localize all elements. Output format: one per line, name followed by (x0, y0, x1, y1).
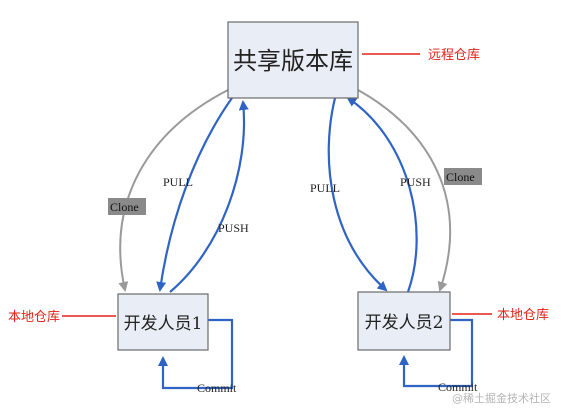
clone-label-left: Clone (110, 200, 139, 214)
clone-arrow-left (118, 89, 229, 292)
node-dev1-label: 开发人员1 (124, 314, 203, 334)
clone-badge-left: Clone (108, 198, 146, 215)
clone-label-right: Clone (446, 170, 475, 184)
pull-label-left: PULL (163, 175, 193, 189)
commit-label-left: Commit (197, 381, 237, 395)
node-developer-1: 开发人员1 (117, 293, 209, 351)
push-arrow-right (346, 96, 418, 293)
remote-annotation: 远程仓库 (428, 47, 480, 63)
push-label-left: PUSH (218, 221, 249, 235)
clone-badge-right: Clone (444, 168, 482, 185)
push-arrow-left (169, 100, 249, 293)
local-annotation-right: 本地仓库 (497, 307, 549, 323)
pull-arrow-left (156, 97, 233, 292)
commit-loop-left (158, 318, 234, 390)
push-label-right: PUSH (400, 175, 431, 189)
pull-label-right: PULL (310, 181, 340, 195)
node-dev2-label: 开发人员2 (365, 313, 444, 333)
node-remote-label: 共享版本库 (233, 47, 353, 75)
clone-arrow-right (357, 89, 452, 292)
node-developer-2: 开发人员2 (357, 291, 451, 351)
commit-loop-right (399, 318, 474, 388)
watermark: @稀土掘金技术社区 (452, 391, 551, 405)
pull-arrow-right (327, 97, 388, 292)
commit-label-right: Commit (438, 380, 478, 394)
node-remote-repository: 共享版本库 (227, 21, 359, 99)
local-annotation-left: 本地仓库 (8, 309, 60, 325)
